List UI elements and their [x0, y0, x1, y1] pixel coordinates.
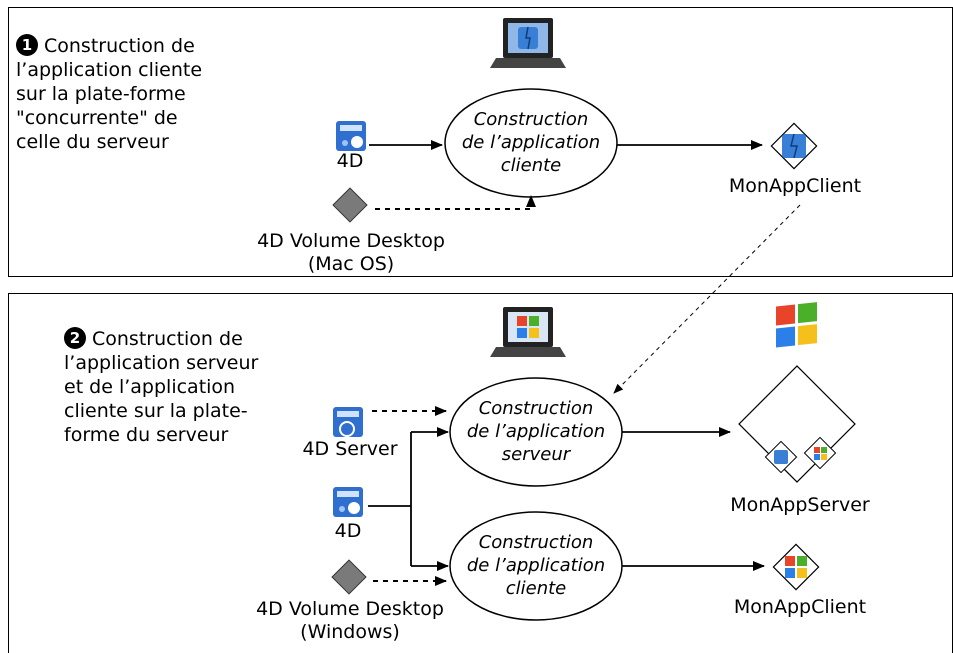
4d-app-icon-2: [333, 487, 363, 517]
step-2-text: Construction de l’application serveur et…: [64, 328, 259, 446]
monappserver-label: MonAppServer: [730, 494, 870, 516]
source-4d-server-label: 4D Server: [302, 438, 398, 460]
build-server-oval-label: Construction de l’application serveur: [466, 398, 606, 465]
volume-desktop-windows-icon: [331, 559, 367, 595]
volume-desktop-mac-icon: [332, 187, 368, 223]
build-client-oval-label: Construction de l’application cliente: [461, 109, 601, 176]
build-client-oval-2-label: Construction de l’application cliente: [466, 532, 606, 599]
mac-laptop-icon: [490, 18, 566, 68]
source-4d-label: 4D: [336, 150, 364, 172]
monappclient-windows-icon: [772, 543, 820, 591]
step-2-badge: 2: [64, 327, 86, 349]
monappserver-icon: [738, 302, 856, 483]
windows-laptop-icon: [490, 307, 566, 357]
monappclient-windows-label: MonAppClient: [733, 596, 867, 618]
step-1-text: Construction de l’application cliente su…: [16, 35, 203, 153]
source-4d-label-2: 4D: [334, 520, 362, 542]
step-1-badge: 1: [16, 34, 38, 56]
volume-desktop-mac-label: 4D Volume Desktop (Mac OS): [257, 230, 445, 275]
4d-server-app-icon: [333, 407, 363, 437]
4d-app-icon: [336, 121, 366, 151]
monappclient-mac-icon: [770, 122, 818, 170]
volume-desktop-windows-label: 4D Volume Desktop (Windows): [256, 598, 444, 643]
monappclient-mac-label: MonAppClient: [728, 175, 862, 197]
